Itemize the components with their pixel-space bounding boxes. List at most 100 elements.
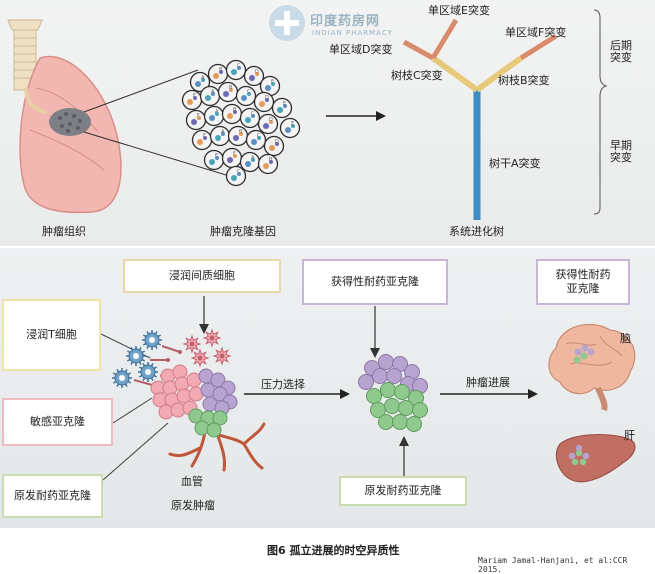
clone-cell: F — [191, 129, 213, 151]
acquired-resistant-box: 获得性耐药亚克隆 — [302, 259, 448, 305]
primary-resistant-box-mid: 原发耐药亚克隆 — [339, 476, 467, 506]
late-mutation-label: 后期 突变 — [610, 39, 632, 65]
clone-cell-letter: C — [237, 63, 241, 69]
branch-e-label: 单区域E突变 — [428, 4, 490, 17]
tumor-cell — [206, 422, 222, 438]
stromal-cell-nucleus — [197, 355, 203, 361]
clone-cell-letter: F — [203, 133, 206, 139]
stromal-cell-nucleus — [209, 335, 215, 341]
resistant-cluster — [358, 354, 428, 432]
branch-b — [475, 55, 523, 93]
tumor-patch-icon — [49, 108, 91, 136]
clone-cell-letter: C — [237, 169, 241, 175]
clone-cell-letter: B — [219, 67, 223, 73]
clone-cell: E — [259, 75, 281, 97]
figure-caption: 图6 孤立进展的时空异质性 — [267, 544, 400, 557]
stromal-cell-nucleus — [189, 341, 195, 347]
clone-cell-letter: E — [291, 121, 294, 127]
sensitive-box: 敏感亚克隆 — [2, 398, 113, 446]
branch-e — [430, 18, 459, 60]
liver-icon — [555, 434, 636, 483]
resistant-cell — [398, 400, 414, 416]
clone-cell-letter: C — [251, 111, 255, 117]
t-cell-icon — [138, 362, 158, 382]
clone-cell: F — [185, 109, 207, 131]
clone-cell: A — [203, 105, 225, 127]
watermark-name: 印度药房网 — [310, 14, 381, 29]
clone-cell: A — [239, 151, 261, 173]
branch-f — [519, 33, 558, 61]
t-cell-icon — [112, 368, 132, 388]
clone-cell-letter: D — [255, 69, 259, 75]
progress-label: 肿瘤进展 — [466, 376, 510, 389]
resistant-cell — [384, 398, 400, 414]
resistant-cell — [386, 368, 402, 384]
primary-tumor-cluster — [150, 364, 238, 438]
clone-cell: E — [203, 149, 225, 171]
branch-d-label: 单区域D突变 — [329, 43, 393, 56]
resistant-cell — [366, 388, 382, 404]
clone-cell: C — [235, 85, 257, 107]
arrow-pressure-icon — [244, 389, 350, 399]
clone-cell-letter: E — [283, 101, 286, 107]
clone-cell-letter: F — [233, 151, 236, 157]
clone-cell-letter: C — [257, 133, 261, 139]
trunk-a-label: 树干A突变 — [489, 157, 541, 170]
lung-label: 肿瘤组织 — [42, 225, 86, 238]
primary-tumor-label: 原发肿瘤 — [171, 499, 215, 512]
clone-cell: D — [253, 91, 275, 113]
t-cells — [112, 330, 182, 388]
clone-cell: B — [257, 153, 279, 175]
clone-cell-letter: A — [215, 109, 219, 115]
vessel-label: 血管 — [181, 475, 203, 488]
tree-label: 系统进化树 — [449, 225, 504, 238]
clone-cell-letter: D — [269, 117, 273, 123]
clone-cell-letter: A — [251, 155, 255, 161]
stroma-box: 浸润间质细胞 — [123, 259, 281, 293]
clone-cell-letter: B — [239, 129, 243, 135]
branch-c-label: 树枝C突变 — [391, 69, 443, 82]
clone-cell: B — [217, 81, 239, 103]
pressure-label: 压力选择 — [261, 378, 305, 391]
brain-icon — [548, 323, 636, 411]
arrow-acquired-down-icon — [370, 306, 380, 358]
clone-cell: B — [221, 103, 243, 125]
clone-cell: F — [181, 89, 203, 111]
clone-cell: E — [271, 97, 293, 119]
tcell-box: 浸润T细胞 — [2, 299, 101, 371]
resistant-cell — [358, 374, 374, 390]
arrow-primary-up-icon — [399, 436, 409, 476]
branch-b-label: 树枝B突变 — [498, 74, 550, 87]
t-cell-link-end — [166, 358, 170, 362]
arrow-to-tree-icon — [326, 111, 386, 121]
clone-cell-letter: B — [269, 157, 273, 163]
branch-c — [431, 55, 479, 93]
resistant-cell — [372, 368, 388, 384]
clone-cell-letter: D — [275, 139, 279, 145]
clone-cell: D — [243, 65, 265, 87]
arrow-progression-icon — [440, 389, 538, 399]
clone-cell: C — [245, 129, 267, 151]
clone-cell: A — [209, 125, 231, 147]
resistant-cell — [394, 384, 410, 400]
trachea-icon — [7, 19, 43, 91]
resistant-cell — [378, 414, 394, 430]
clone-cell-letter: E — [271, 79, 274, 85]
clone-cell: F — [221, 147, 243, 169]
clone-cell: B — [207, 63, 229, 85]
clone-cell-letter: A — [211, 89, 215, 95]
watermark-sub: INDIAN PHARMACY — [312, 29, 393, 37]
resistant-cell — [378, 354, 394, 370]
clone-cell-letter: E — [215, 153, 218, 159]
stromal-cells — [182, 328, 232, 368]
credit-text: Mariam Jamal-Hanjani, et al:CCR 2015. — [478, 556, 628, 574]
clone-cell: C — [225, 165, 247, 187]
clone-cell-letter: F — [197, 113, 200, 119]
clone-cell: C — [239, 107, 261, 129]
clone-cell: C — [225, 59, 247, 81]
clone-cell: E — [279, 117, 301, 139]
branch-f-label: 单区域F突变 — [505, 26, 567, 39]
resistant-cell — [406, 416, 422, 432]
resistant-cell — [392, 414, 408, 430]
